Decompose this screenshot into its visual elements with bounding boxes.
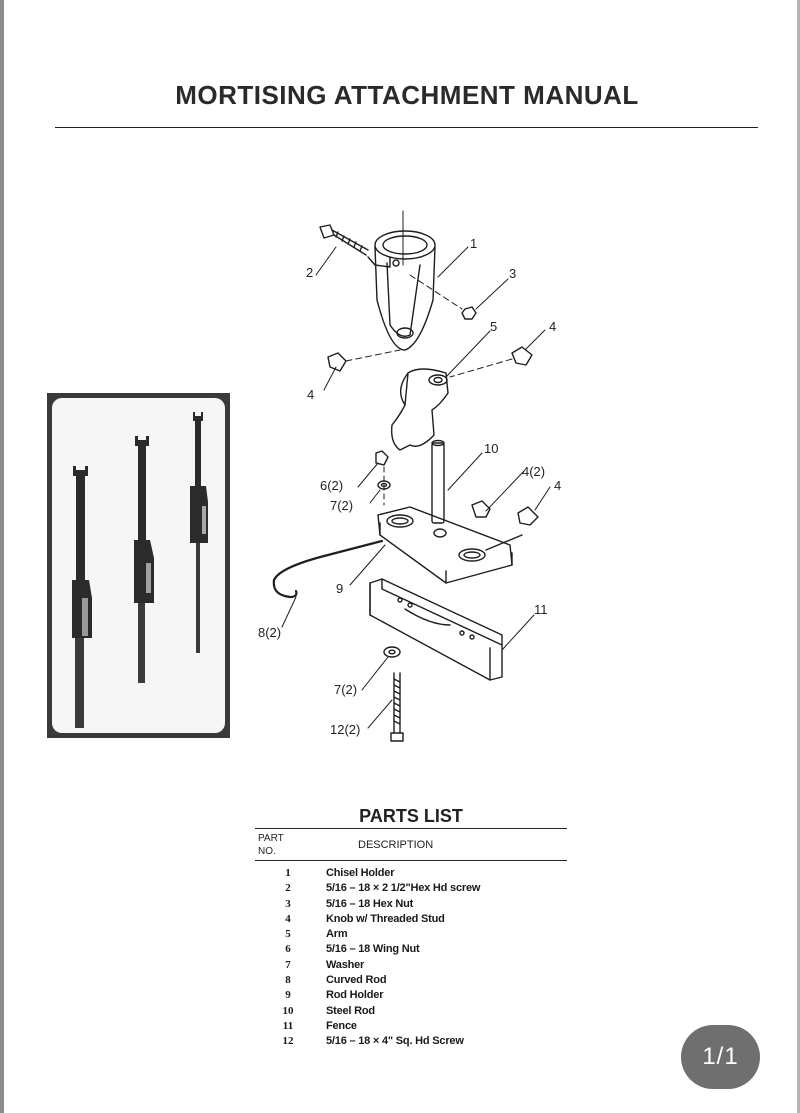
- parts-list-rows: 1 Chisel Holder 2 5/16 – 18 × 2 1/2"Hex Hd…: [270, 867, 570, 1051]
- callout-7-lower: 7(2): [334, 682, 357, 697]
- chisel-small: [190, 412, 208, 653]
- document-title: MORTISING ATTACHMENT MANUAL: [175, 80, 639, 110]
- chisel-photo: [47, 393, 230, 738]
- callout-5: 5: [490, 319, 497, 334]
- part-description: 5/16 – 18 Wing Nut: [326, 943, 420, 956]
- part-fence: [369, 578, 503, 681]
- part-number: 7: [285, 958, 291, 971]
- parts-row: 3 5/16 – 18 Hex Nut: [270, 898, 570, 913]
- part-number: 4: [285, 912, 291, 925]
- callout-4-pair: 4(2): [522, 464, 545, 479]
- callout-10: 10: [484, 441, 498, 456]
- part-description: 5/16 – 18 Hex Nut: [326, 897, 414, 910]
- part-chisel-holder: [367, 230, 436, 351]
- callout-1: 1: [470, 236, 477, 251]
- part-knob-far-right: [517, 506, 539, 526]
- callout-4-left: 4: [307, 387, 314, 402]
- part-rod-holder: [377, 506, 523, 584]
- column-header-description: DESCRIPTION: [358, 839, 434, 851]
- part-description: 5/16 – 18 × 2 1/2"Hex Hd screw: [326, 882, 481, 895]
- chisel-photo-drawing: [72, 412, 208, 728]
- part-description: Rod Holder: [326, 989, 384, 1002]
- part-description: Steel Rod: [326, 1004, 375, 1017]
- part-number: 5: [285, 928, 291, 941]
- chisel-medium: [134, 436, 154, 683]
- callout-2: 2: [306, 265, 313, 280]
- parts-row: 2 5/16 – 18 × 2 1/2"Hex Hd screw: [270, 882, 570, 897]
- page-edge-left: [0, 0, 4, 1113]
- callout-3: 3: [509, 266, 516, 281]
- part-number: 6: [285, 943, 291, 956]
- title-rule: [55, 127, 758, 128]
- part-description: Fence: [326, 1019, 357, 1032]
- part-description: Washer: [326, 958, 365, 971]
- part-number: 9: [285, 989, 291, 1002]
- parts-row: 9 Rod Holder: [270, 989, 570, 1004]
- parts-row: 10 Steel Rod: [270, 1005, 570, 1020]
- parts-row: 6 5/16 – 18 Wing Nut: [270, 943, 570, 958]
- column-header-part-line2: NO.: [258, 846, 276, 857]
- part-knob-left: [327, 349, 401, 372]
- parts-row: 5 Arm: [270, 928, 570, 943]
- column-header-part-line1: PART: [258, 833, 284, 844]
- parts-row: 1 Chisel Holder: [270, 867, 570, 882]
- part-number: 12: [282, 1035, 294, 1048]
- part-number: 8: [285, 974, 291, 987]
- exploded-diagram: 1 2 3 4 5 4 10 6(2) 7(2) 4(2) 4 9 8(2) 1…: [258, 210, 561, 742]
- parts-row: 7 Washer: [270, 959, 570, 974]
- part-hex-screw: [319, 224, 369, 256]
- part-curved-rod: [272, 539, 384, 599]
- part-number: 3: [285, 897, 291, 910]
- callout-9: 9: [336, 581, 343, 596]
- callout-11: 11: [534, 602, 548, 617]
- callout-4-right: 4: [549, 319, 556, 334]
- part-arm: [390, 368, 449, 451]
- part-description: 5/16 – 18 × 4" Sq. Hd Screw: [326, 1035, 464, 1048]
- callout-4-far-right: 4: [554, 478, 561, 493]
- part-description: Arm: [326, 928, 348, 941]
- part-knob-right: [449, 346, 533, 378]
- parts-list-rule-header: [255, 860, 567, 861]
- part-steel-rod: [431, 439, 445, 524]
- part-square-screw: [390, 672, 404, 742]
- part-description: Knob w/ Threaded Stud: [326, 912, 445, 925]
- part-number: 1: [285, 867, 291, 879]
- callout-8: 8(2): [258, 625, 281, 640]
- parts-list-rule-top: [255, 828, 567, 829]
- part-number: 10: [282, 1004, 294, 1017]
- column-header-part-no: PART NO.: [258, 832, 284, 858]
- parts-row: 11 Fence: [270, 1020, 570, 1035]
- part-knob-right-lower: [471, 500, 491, 518]
- part-wing-nut: [375, 450, 389, 466]
- page-edge-right: [797, 0, 800, 1113]
- parts-row: 8 Curved Rod: [270, 974, 570, 989]
- parts-row: 12 5/16 – 18 × 4" Sq. Hd Screw: [270, 1035, 570, 1050]
- part-number: 11: [282, 1019, 294, 1032]
- callout-6: 6(2): [320, 478, 343, 493]
- part-hex-nut: [461, 306, 477, 320]
- part-number: 2: [285, 882, 291, 895]
- parts-row: 4 Knob w/ Threaded Stud: [270, 913, 570, 928]
- part-washer-lower: [383, 646, 401, 658]
- chisel-photo-inner: [52, 398, 225, 733]
- part-description: Curved Rod: [326, 974, 387, 987]
- callout-7-upper: 7(2): [330, 498, 353, 513]
- page-indicator-badge[interactable]: 1/1: [681, 1025, 760, 1089]
- part-description: Chisel Holder: [326, 867, 395, 879]
- parts-list-title: PARTS LIST: [359, 806, 463, 826]
- callout-12: 12(2): [330, 722, 360, 737]
- chisel-large: [72, 466, 92, 728]
